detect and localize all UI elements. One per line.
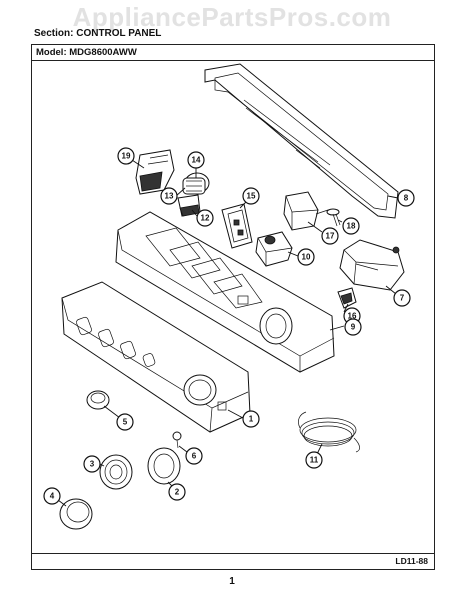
part-9-console: [115, 211, 335, 373]
frame-footer: LD11-88: [32, 553, 434, 569]
svg-text:18: 18: [347, 222, 356, 231]
callout-11: 11: [305, 451, 323, 469]
svg-text:2: 2: [175, 488, 180, 497]
callout-13: 13: [160, 187, 178, 205]
callout-14: 14: [187, 151, 205, 169]
callout-1: 1: [242, 410, 260, 428]
section-title: Section: CONTROL PANEL: [34, 28, 162, 39]
svg-text:7: 7: [400, 294, 405, 303]
part-7-component: [339, 239, 405, 291]
svg-text:11: 11: [310, 456, 319, 465]
part-3-knob: [99, 454, 133, 490]
callout-17: 17: [321, 227, 339, 245]
svg-text:12: 12: [201, 214, 210, 223]
model-label: Model: MDG8600AWW: [32, 45, 434, 61]
part-14-timer: [182, 172, 210, 195]
svg-text:6: 6: [192, 452, 197, 461]
leader-lines: [57, 159, 399, 507]
callout-9: 9: [344, 318, 362, 336]
callout-15: 15: [242, 187, 260, 205]
part-8-rear-panel: [204, 63, 399, 219]
part-10-component: [255, 231, 293, 267]
svg-text:8: 8: [404, 194, 409, 203]
svg-text:19: 19: [122, 152, 131, 161]
diagram-code: LD11-88: [395, 556, 428, 566]
callout-4: 4: [43, 487, 61, 505]
page-number: 1: [229, 576, 235, 587]
callout-6: 6: [185, 447, 203, 465]
callout-12: 12: [196, 209, 214, 227]
part-16-switch: [337, 287, 357, 309]
part-19-switch: [135, 149, 175, 195]
part-1-front-panel: [61, 281, 251, 433]
callout-8: 8: [397, 189, 415, 207]
callout-18: 18: [342, 217, 360, 235]
svg-text:13: 13: [165, 192, 174, 201]
part-15-bracket: [221, 203, 253, 249]
callout-2: 2: [168, 483, 186, 501]
svg-text:5: 5: [123, 418, 128, 427]
svg-text:1: 1: [249, 415, 254, 424]
callout-5: 5: [116, 413, 134, 431]
part-2-bezel: [147, 447, 181, 485]
svg-text:15: 15: [247, 192, 256, 201]
part-4-cap: [59, 498, 93, 530]
part-11-wire-harness: [298, 411, 360, 453]
callout-10: 10: [297, 248, 315, 266]
part-18-screw: [326, 208, 341, 227]
watermark: AppliancePartsPros.com: [72, 2, 392, 32]
part-17-relay: [283, 191, 329, 231]
callout-7: 7: [393, 289, 411, 307]
svg-text:10: 10: [302, 253, 311, 262]
part-6-screw: [172, 431, 182, 449]
part-12-switch: [177, 194, 201, 217]
svg-text:17: 17: [326, 232, 335, 241]
svg-text:4: 4: [50, 492, 55, 501]
callout-19: 19: [117, 147, 135, 165]
svg-text:16: 16: [348, 312, 357, 321]
diagram-frame: Model: MDG8600AWW LD11-88: [31, 44, 435, 570]
svg-text:9: 9: [351, 323, 356, 332]
svg-text:3: 3: [90, 460, 95, 469]
part-5-knob: [86, 390, 110, 410]
callout-3: 3: [83, 455, 101, 473]
svg-text:14: 14: [192, 156, 201, 165]
